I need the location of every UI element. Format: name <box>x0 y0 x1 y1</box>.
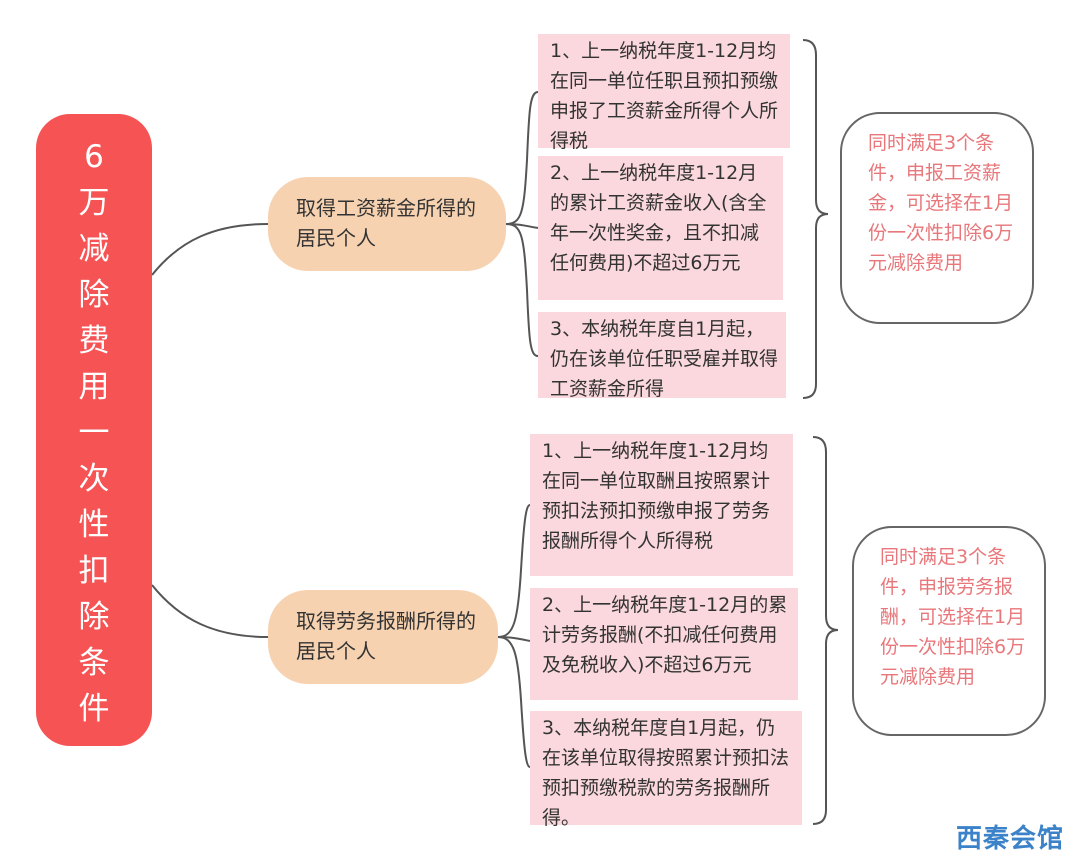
summary-labor: 同时满足3个条件，申报劳务报酬，可选择在1月份一次性扣除6万元减除费用 <box>852 526 1046 736</box>
root-title-char: 扣 <box>78 553 110 589</box>
condition-text: 2、上一纳税年度1-12月的累计工资薪金收入(含全年一次性奖金，且不扣减任何费用… <box>550 162 767 274</box>
connector-root-branch-2 <box>151 584 269 638</box>
branch-label: 取得劳务报酬所得的居民个人 <box>296 609 476 663</box>
connector-root-branch-1 <box>151 223 269 276</box>
condition-text: 3、本纳税年度自1月起，仍在该单位任职受雇并取得工资薪金所得 <box>550 318 779 400</box>
connector-branch-2-leaf-1 <box>497 504 531 638</box>
root-title-char: 减 <box>78 231 110 267</box>
condition-salary-2: 2、上一纳税年度1-12月的累计工资薪金收入(含全年一次性奖金，且不扣减任何费用… <box>538 156 783 300</box>
root-title-char: 件 <box>78 691 110 727</box>
brace-2 <box>812 436 839 825</box>
root-title-char: 用 <box>78 369 110 405</box>
condition-salary-1: 1、上一纳税年度1-12月均在同一单位任职且预扣预缴申报了工资薪金所得个人所得税 <box>538 34 790 152</box>
condition-text: 1、上一纳税年度1-12月均在同一单位任职且预扣预缴申报了工资薪金所得个人所得税 <box>550 40 779 152</box>
root-title-char: 除 <box>78 277 110 313</box>
watermark-logo: 西秦会馆 <box>955 824 1064 854</box>
root-title-char: 6 <box>84 139 104 175</box>
summary-text: 同时满足3个条件，申报工资薪金，可选择在1月份一次性扣除6万元减除费用 <box>868 132 1014 274</box>
condition-labor-2: 2、上一纳税年度1-12月的累计劳务报酬(不扣减任何费用及免税收入)不超过6万元 <box>530 588 798 700</box>
branch-node-labor: 取得劳务报酬所得的居民个人 <box>268 590 498 684</box>
brace-1 <box>802 39 829 399</box>
condition-text: 1、上一纳税年度1-12月均在同一单位取酬且按照累计预扣法预扣预缴申报了劳务报酬… <box>542 440 771 552</box>
branch-label: 取得工资薪金所得的居民个人 <box>296 196 476 250</box>
condition-labor-1: 1、上一纳税年度1-12月均在同一单位取酬且按照累计预扣法预扣预缴申报了劳务报酬… <box>530 434 793 576</box>
summary-text: 同时满足3个条件，申报劳务报酬，可选择在1月份一次性扣除6万元减除费用 <box>880 546 1026 688</box>
branch-node-salary: 取得工资薪金所得的居民个人 <box>268 177 506 271</box>
connector-branch-1-leaf-3 <box>505 223 539 357</box>
root-title-char: 除 <box>78 599 110 635</box>
condition-text: 3、本纳税年度自1月起，仍在该单位取得按照累计预扣法预扣预缴税款的劳务报酬所得。 <box>542 717 790 829</box>
root-title-char: 性 <box>78 507 110 543</box>
condition-labor-3: 3、本纳税年度自1月起，仍在该单位取得按照累计预扣法预扣预缴税款的劳务报酬所得。 <box>530 711 802 829</box>
root-title-char: 条 <box>78 645 110 681</box>
root-title-char: 次 <box>78 461 110 497</box>
root-title-char: 费 <box>78 323 110 359</box>
root-title-char: 一 <box>78 415 110 451</box>
condition-salary-3: 3、本纳税年度自1月起，仍在该单位任职受雇并取得工资薪金所得 <box>538 312 786 400</box>
connector-branch-1-leaf-1 <box>505 91 539 225</box>
condition-text: 2、上一纳税年度1-12月的累计劳务报酬(不扣减任何费用及免税收入)不超过6万元 <box>542 594 788 676</box>
root-title-char: 万 <box>78 185 110 221</box>
connector-branch-2-leaf-3 <box>497 636 531 768</box>
summary-salary: 同时满足3个条件，申报工资薪金，可选择在1月份一次性扣除6万元减除费用 <box>840 112 1034 324</box>
